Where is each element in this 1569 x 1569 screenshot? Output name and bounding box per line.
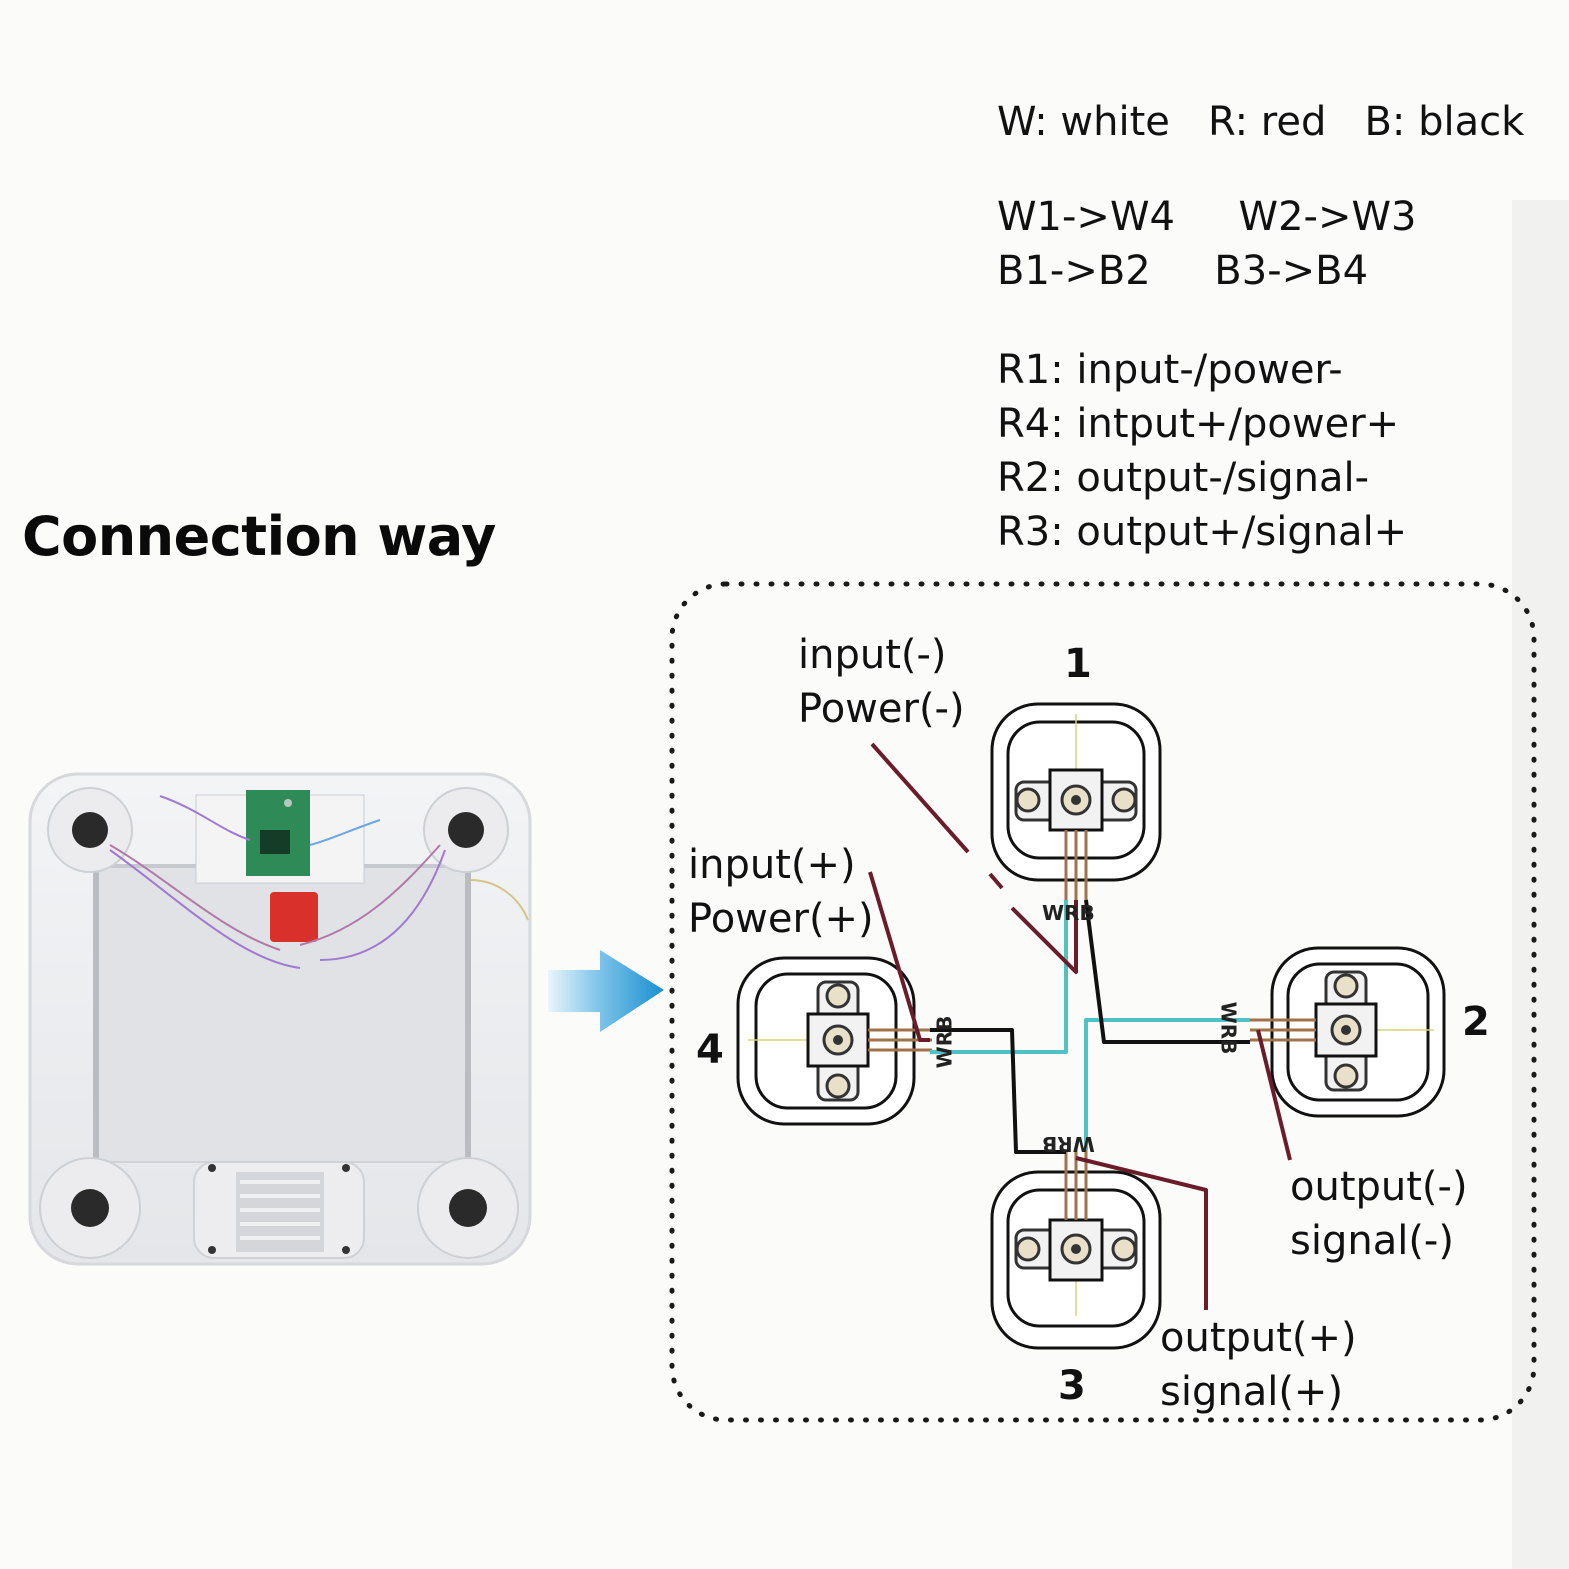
arrow-icon [548,950,664,1032]
load-cell-1-number: 1 [1064,641,1092,687]
white-wire-pairs: W1->W4 W2->W3 [997,194,1417,240]
callout-output-plus: output(+) [1160,1315,1357,1361]
diagram-frame [669,581,1537,1423]
callout-output-minus: output(-) [1290,1164,1468,1210]
white-wires [930,900,1250,1150]
wire-label-cell-3: WRB [1042,1132,1095,1156]
scale-foot-top-left [47,787,133,873]
connector-block [270,892,318,942]
scale-underside-photo [28,772,532,1266]
callout-input-plus: input(+) [688,842,856,888]
red-wire-1-role: R1: input-/power- [997,347,1343,393]
callout-power-plus: Power(+) [688,896,874,942]
scale-foot-bottom-left [39,1157,141,1259]
wire-label-cell-2: WRB [1216,1001,1241,1055]
red-wire-2-role: R2: output-/signal- [997,455,1370,501]
callout-power-minus: Power(-) [798,686,965,732]
scale-foot-top-right [423,787,509,873]
load-cell-4 [736,956,916,1126]
right-edge-shading [1512,200,1569,1569]
load-cell-4-number: 4 [696,1027,724,1073]
load-cell-3-number: 3 [1058,1363,1086,1409]
wire-label-cell-4: WRB [932,1015,957,1069]
circuit-board [195,790,365,884]
battery-compartment [193,1161,365,1259]
red-wires [868,742,1292,1310]
page-title: Connection way [22,505,496,568]
scale-foot-bottom-right [417,1157,519,1259]
callout-signal-minus: signal(-) [1290,1218,1454,1264]
color-key: W: white R: red B: black [997,99,1525,145]
callout-signal-plus: signal(+) [1160,1369,1344,1415]
photo-wires [109,795,529,969]
wire-label-cell-1: WRB [1042,901,1095,925]
red-wire-4-role: R4: intput+/power+ [997,401,1400,447]
callout-input-minus: input(-) [798,632,947,678]
load-cell-1 [990,702,1162,882]
load-cell-3 [990,1170,1162,1350]
red-wire-3-role: R3: output+/signal+ [997,509,1408,555]
black-wire-pairs: B1->B2 B3->B4 [997,248,1369,294]
load-cell-2 [1270,946,1446,1118]
load-cell-2-number: 2 [1462,999,1490,1045]
black-wires [930,899,1250,1154]
